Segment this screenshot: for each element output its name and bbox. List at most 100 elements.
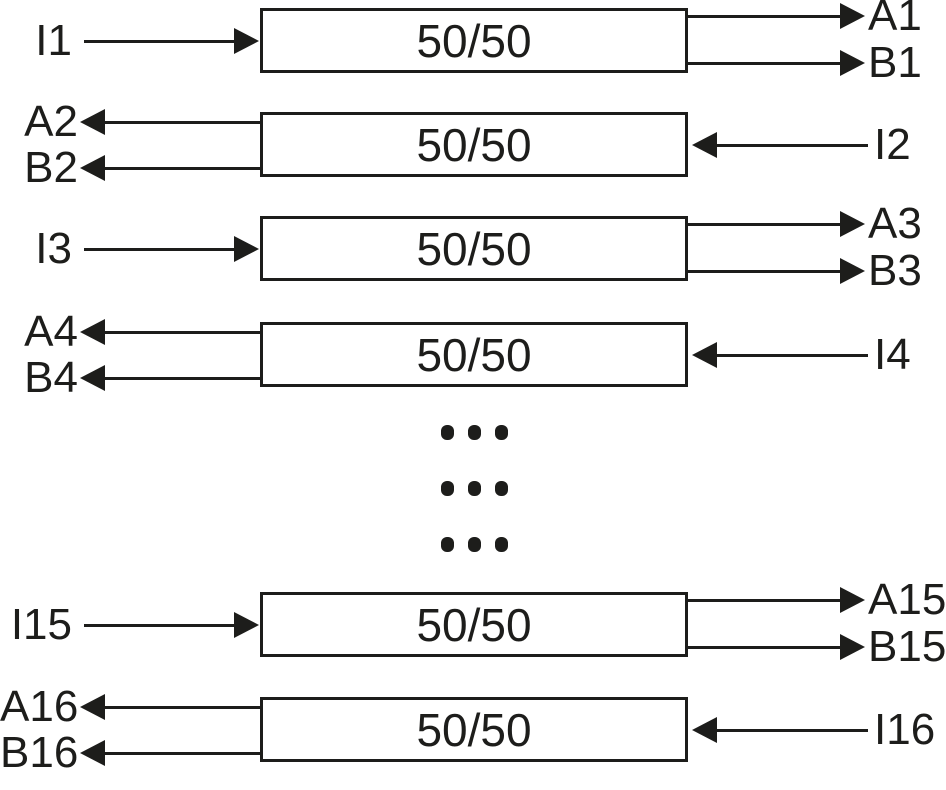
arrowhead-left-icon [80,694,105,720]
input-connector: I1 [0,19,259,63]
signal-line [688,222,840,226]
signal-line [688,645,840,649]
signal-line [688,269,840,273]
ellipsis-dots [441,425,508,552]
input-connector: I3 [0,227,259,271]
output-a-connector: A1 [688,0,922,38]
output-b-connector: B1 [688,41,922,85]
split-ratio-label: 50/50 [416,14,532,67]
coupler-box: 50/50 [260,112,688,177]
split-ratio-label: 50/50 [416,118,532,171]
output-a-label: A2 [24,97,78,146]
input-port-label: I4 [874,330,911,379]
arrowhead-right-icon [234,28,259,54]
arrowhead-left-icon [80,740,105,766]
output-a-connector: A4 [0,310,260,354]
input-connector: I4 [692,333,911,377]
dot-icon [468,481,481,496]
output-a-connector: A15 [688,578,946,622]
input-port-label: I15 [10,600,72,649]
output-b-label: B15 [868,622,946,671]
signal-line [105,751,260,755]
output-b-label: B16 [0,728,79,777]
arrowhead-left-icon [80,319,105,345]
output-a-label: A4 [24,307,78,356]
dot-icon [468,537,481,552]
dot-icon [441,481,454,496]
ellipsis-row [441,537,508,552]
coupler-box: 50/50 [260,592,688,657]
input-port-label: I1 [35,16,72,65]
input-port-label: I3 [35,224,72,273]
signal-line [688,14,840,18]
output-a-label: A16 [0,682,79,731]
coupler-row-16: A16 B16 50/50 I16 [0,685,946,775]
output-a-label: A3 [868,199,922,248]
arrowhead-left-icon [692,342,717,368]
arrowhead-right-icon [234,612,259,638]
input-connector: I16 [692,708,935,752]
signal-line [105,376,260,380]
coupler-row-4: A4 B4 50/50 I4 [0,310,946,400]
coupler-row-2: A2 B2 50/50 I2 [0,100,946,190]
input-port-label: I2 [874,120,911,169]
arrowhead-right-icon [840,634,865,660]
coupler-row-15: I15 50/50 A15 B15 [0,578,946,669]
signal-line [84,247,234,251]
output-b-connector: B16 [0,731,260,775]
dot-icon [441,425,454,440]
coupler-box: 50/50 [260,697,688,762]
arrowhead-right-icon [840,50,865,76]
signal-line [717,728,868,732]
coupler-row-1: I1 50/50 A1 B1 [0,0,946,85]
input-connector: I15 [0,603,259,647]
output-b-connector: B15 [688,625,946,669]
signal-line [84,39,234,43]
input-connector: I2 [692,123,911,167]
output-b-label: B4 [24,353,78,402]
arrowhead-left-icon [692,717,717,743]
arrowhead-right-icon [840,3,865,29]
signal-line [105,166,260,170]
arrowhead-left-icon [80,155,105,181]
arrowhead-left-icon [80,365,105,391]
output-a-connector: A3 [688,202,922,246]
output-b-connector: B2 [0,146,260,190]
output-b-label: B3 [868,246,922,295]
arrowhead-left-icon [692,132,717,158]
output-a-connector: A16 [0,685,260,729]
output-b-connector: B3 [688,249,922,293]
signal-line [717,143,868,147]
coupler-row-3: I3 50/50 A3 B3 [0,202,946,293]
arrowhead-right-icon [840,587,865,613]
signal-line [105,120,260,124]
dot-icon [495,537,508,552]
signal-line [688,598,840,602]
output-b-label: B2 [24,143,78,192]
ellipsis-row [441,425,508,440]
signal-line [688,61,840,65]
arrowhead-left-icon [80,109,105,135]
output-a-label: A1 [868,0,922,40]
arrowhead-right-icon [840,258,865,284]
split-ratio-label: 50/50 [416,598,532,651]
signal-line [105,330,260,334]
input-port-label: I16 [874,705,936,754]
split-ratio-label: 50/50 [416,222,532,275]
dot-icon [468,425,481,440]
output-b-label: B1 [868,38,922,87]
output-a-connector: A2 [0,100,260,144]
ellipsis-row [441,481,508,496]
split-ratio-label: 50/50 [416,328,532,381]
arrowhead-right-icon [840,211,865,237]
coupler-box: 50/50 [260,216,688,281]
arrowhead-right-icon [234,236,259,262]
coupler-box: 50/50 [260,322,688,387]
split-ratio-label: 50/50 [416,703,532,756]
signal-line [105,705,260,709]
output-a-label: A15 [868,575,946,624]
coupler-box: 50/50 [260,8,688,73]
dot-icon [495,425,508,440]
dot-icon [441,537,454,552]
